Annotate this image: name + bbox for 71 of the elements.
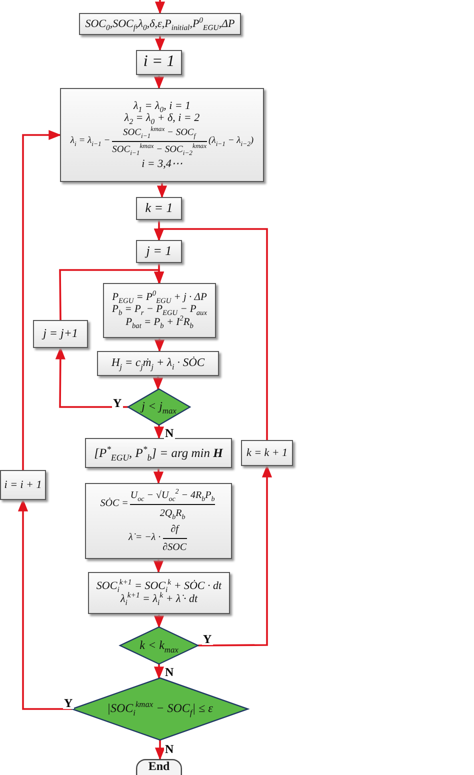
arrow — [152, 376, 164, 390]
process-box — [60, 88, 264, 182]
formula-text: (λ$_{i−1}$ − λ$_{i−2}$) — [208, 136, 254, 147]
process-box — [241, 440, 293, 466]
formula-text: i = 3,4⋯ — [142, 158, 182, 170]
formula-text: ∂SOC — [162, 540, 186, 554]
formula-text: λ$_{1}$ = λ$_{0}$, i = 1 — [133, 100, 191, 112]
formula-text: P$_{EGU}$ = P$^{0}$$_{EGU}$ + j · ΔP — [112, 292, 207, 304]
arrow — [55, 346, 128, 408]
formula-text: P$_{bat}$ = P$_{b}$ + I$^{2}$R$_{b}$ — [126, 316, 194, 329]
formula-text: SOC$_{i−1}$$^{kmax}$ − SOC$_{f}$ — [123, 124, 196, 141]
arrow — [156, 182, 168, 198]
process-box — [97, 351, 219, 376]
arrow — [154, 35, 166, 52]
condition-text: k < k$_{max}$ — [140, 638, 178, 652]
arrow — [59, 269, 164, 320]
arrow — [18, 498, 72, 710]
formula-text: U$_{oc}$ − √U$_{oc}$$^{2}$ − 4R$_{b}$P$_{b}$ — [130, 487, 215, 504]
formula-text: i = 1 — [143, 53, 175, 72]
condition-text: j < j$_{max}$ — [142, 400, 176, 414]
formula-text: λ$_{i}$$^{k+1}$ = λ$_{i}$$^{k}$ + λ̇ · dt — [120, 593, 198, 606]
formula-text: 2Q$_{b}$R$_{b}$ — [160, 506, 186, 521]
formula-text: j = 1 — [146, 244, 172, 259]
decision-diamond — [72, 678, 248, 740]
arrow — [154, 0, 166, 14]
process-box — [136, 197, 182, 220]
process-box — [79, 13, 241, 35]
process-box — [0, 470, 46, 500]
decision-diamond — [128, 389, 190, 425]
formula-text: λ$_{i}$ = λ$_{i−1}$ − — [70, 136, 110, 147]
arrow — [154, 228, 268, 440]
arrow — [22, 130, 62, 470]
formula-text: H$_{j}$ = c$_{j}$ṁ$_{j}$ + λ$_{i}$ · SȮC — [111, 356, 205, 370]
process-box — [88, 572, 230, 614]
condition-text: |SOC$_{i}$$^{kmax}$ − SOC$_{f}$| ≤ ε — [107, 702, 213, 716]
terminal-text: End — [148, 760, 170, 774]
arrow — [153, 559, 164, 574]
process-box — [33, 320, 88, 348]
arrow — [154, 338, 165, 352]
arrow — [154, 75, 164, 90]
process-box — [136, 50, 182, 75]
formula-text: ∂f — [170, 523, 178, 537]
edge-label: Y — [202, 633, 213, 645]
arrow — [154, 614, 164, 628]
edge-label: Y — [63, 697, 74, 709]
arrow — [154, 425, 164, 440]
edge-label: N — [164, 427, 175, 439]
formula-text: [P$^{*}$$_{EGU}$, P$^{*}$$_{b}$] = arg min H — [94, 446, 223, 460]
edge-label: Y — [112, 397, 123, 409]
formula-text: λ̇ = −λ · — [128, 532, 161, 544]
terminal-shape — [136, 759, 182, 775]
edge-label: N — [164, 743, 175, 755]
formula-text: P$_{b}$ = P$_{r}$ − P$_{EGU}$ − P$_{aux}$ — [112, 304, 207, 317]
formula-text: k = k + 1 — [246, 446, 288, 460]
process-box — [85, 438, 232, 468]
process-box — [136, 240, 182, 263]
formula-text: j = j+1 — [43, 327, 78, 341]
arrow — [154, 664, 164, 680]
formula-text: SȮC = — [100, 498, 128, 510]
formula-text: i = i + 1 — [4, 478, 42, 492]
formula-text: k = 1 — [145, 201, 173, 216]
formula-text: SOC$_{i}$$^{k+1}$ = SOC$_{i}$$^{k}$ + SȮC · dt — [96, 580, 222, 593]
edge-label: N — [164, 666, 175, 678]
decision-diamond — [120, 627, 198, 664]
arrow — [153, 468, 164, 484]
formula-text: λ$_{2}$ = λ$_{0}$ + δ, i = 2 — [124, 112, 200, 125]
process-box — [85, 483, 232, 559]
arrow — [154, 740, 166, 760]
formula-text: SOC$_{0}$,SOC$_{f}$,λ$_{0}$,δ,ε,P$_{initial}$,P$^{0}$$_{EGU}$,ΔP — [85, 18, 235, 30]
arrow — [198, 464, 272, 646]
process-box — [103, 283, 216, 338]
